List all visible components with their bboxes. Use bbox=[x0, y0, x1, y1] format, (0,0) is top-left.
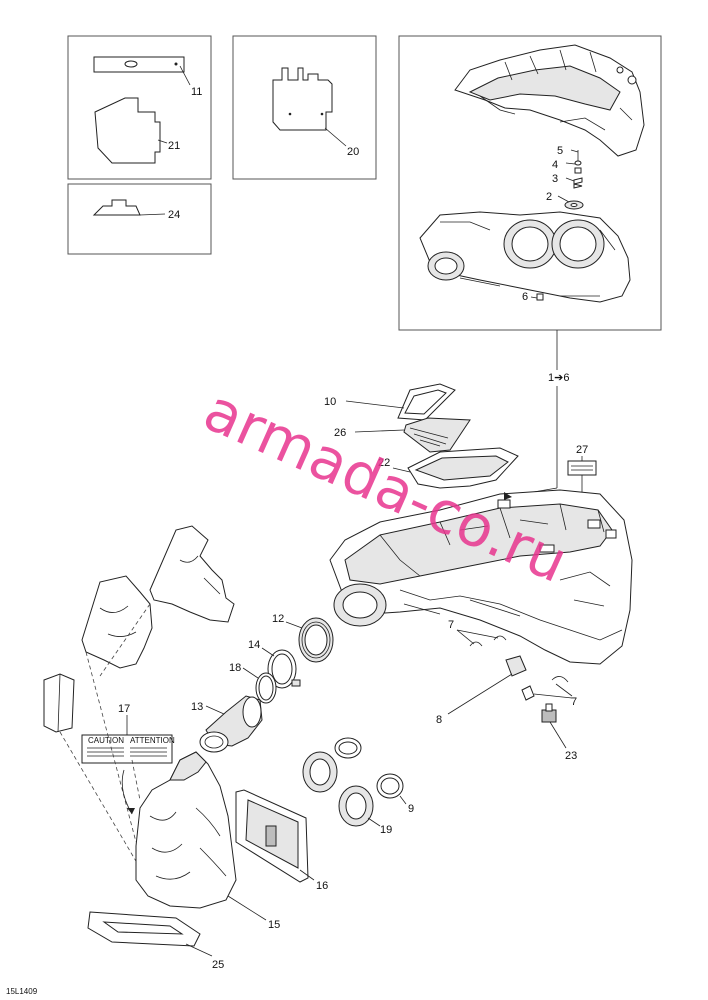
foam-piece-upper bbox=[149, 525, 235, 623]
callout-14: 14 bbox=[248, 639, 260, 651]
inset-box-24 bbox=[67, 183, 212, 255]
leader-dash-17 bbox=[131, 759, 141, 801]
callout-22: 22 bbox=[378, 457, 390, 469]
callout-18: 18 bbox=[229, 662, 241, 674]
part-27-label bbox=[567, 456, 597, 508]
callout-27: 27 bbox=[576, 444, 588, 456]
part-16-plate bbox=[235, 789, 315, 883]
part-19-coupler bbox=[338, 785, 381, 827]
callout-13: 13 bbox=[191, 701, 203, 713]
callout-16: 16 bbox=[316, 880, 328, 892]
airbox-main-assembly bbox=[329, 489, 633, 665]
part-7-lower-clips bbox=[521, 676, 573, 701]
inset-box-20 bbox=[232, 35, 377, 180]
coupler-upper bbox=[302, 751, 338, 793]
fastener-stack-2-5 bbox=[557, 149, 584, 210]
part-25-gasket bbox=[87, 911, 213, 957]
callout-26: 26 bbox=[334, 427, 346, 439]
airbox-lower-base bbox=[419, 211, 631, 303]
arrowhead bbox=[127, 808, 135, 814]
part-10-frame bbox=[345, 383, 456, 421]
diagram-code: 15L1409 bbox=[6, 987, 38, 996]
callout-7-lower: 7 bbox=[571, 696, 577, 708]
arrowhead-main bbox=[504, 492, 512, 500]
callout-3: 3 bbox=[552, 173, 558, 185]
callout-1-6: 1➔6 bbox=[548, 372, 569, 384]
foam-block bbox=[43, 673, 75, 733]
part-26-filter bbox=[354, 417, 471, 453]
part-12-ring bbox=[285, 617, 334, 663]
svg-text:CAUTION: CAUTION bbox=[88, 736, 124, 745]
callout-7-upper: 7 bbox=[448, 619, 454, 631]
part-13-tube bbox=[199, 695, 263, 753]
foam-piece-middle bbox=[81, 575, 153, 669]
airbox-upper-cover bbox=[454, 44, 645, 157]
part-18-oring bbox=[242, 667, 277, 704]
part-11-strip bbox=[93, 56, 191, 86]
part-8-bumper bbox=[447, 655, 527, 715]
part-23-sensor bbox=[541, 703, 567, 749]
callout-15: 15 bbox=[268, 919, 280, 931]
part-9-clamp bbox=[376, 773, 407, 805]
callout-20: 20 bbox=[347, 146, 359, 158]
callout-19: 19 bbox=[380, 824, 392, 836]
part-21-pad bbox=[94, 97, 168, 164]
part-14-clamp bbox=[261, 647, 301, 689]
svg-text:ATTENTION: ATTENTION bbox=[130, 736, 175, 745]
callout-9: 9 bbox=[408, 803, 414, 815]
callout-21: 21 bbox=[168, 140, 180, 152]
callout-12: 12 bbox=[272, 613, 284, 625]
callout-2: 2 bbox=[546, 191, 552, 203]
arrow-to-plenum bbox=[121, 769, 133, 815]
part-15-plenum bbox=[135, 751, 267, 921]
callout-11: 11 bbox=[191, 86, 202, 98]
callout-17: 17 bbox=[118, 703, 130, 715]
part-22-filter-box bbox=[392, 447, 519, 489]
part-9-clamp-upper bbox=[334, 737, 362, 759]
part-24-foam bbox=[92, 199, 166, 216]
callout-8: 8 bbox=[436, 714, 442, 726]
callout-6-top: 6 bbox=[522, 291, 528, 303]
inset-box-11-21 bbox=[67, 35, 212, 180]
callout-4: 4 bbox=[552, 159, 558, 171]
inset-box-1-6 bbox=[398, 35, 662, 331]
callout-5: 5 bbox=[557, 145, 563, 157]
part-17-caution-label: CAUTION ATTENTION bbox=[81, 715, 175, 764]
callout-24: 24 bbox=[168, 209, 180, 221]
callout-25: 25 bbox=[212, 959, 224, 971]
callout-23: 23 bbox=[565, 750, 577, 762]
part-20-foam bbox=[272, 67, 347, 147]
callout-10: 10 bbox=[324, 396, 336, 408]
part-7-clips bbox=[456, 629, 507, 647]
